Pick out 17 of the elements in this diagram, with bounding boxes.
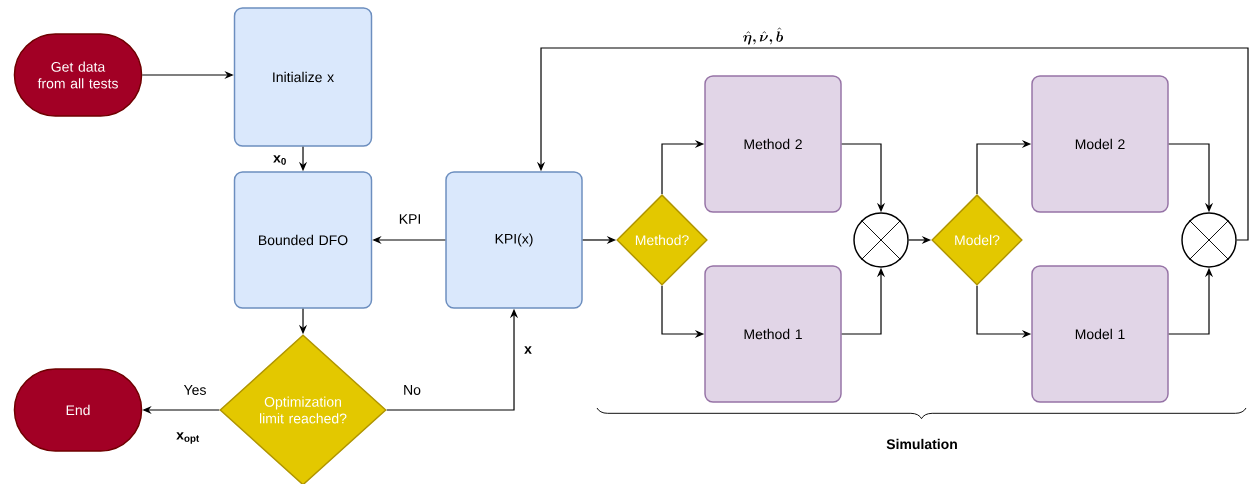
brace-label: Simulation <box>886 438 957 450</box>
process-box: Initialize x <box>233 7 373 147</box>
process-box: KPI(x) <box>445 171 583 309</box>
math-label: $\mathbf{x_{opt}}$ <box>176 432 200 444</box>
edge-label: $\boldsymbol{\hat{\eta}, \hat{\nu}, \hat{b}}$ <box>741 26 785 46</box>
process-box: Model 1 <box>1031 265 1169 403</box>
process-box: Model 2 <box>1031 75 1169 213</box>
edge-label: No <box>401 383 423 397</box>
summing-junction <box>853 212 909 268</box>
summing-junction <box>1181 212 1237 268</box>
process-box: Method 1 <box>704 265 842 403</box>
edge-label: $\mathbf{x_0}$ <box>271 153 289 167</box>
process-box: Bounded DFO <box>233 171 373 309</box>
math-label: $\mathbf{x}$ <box>524 346 532 354</box>
edge-label: KPI <box>397 212 423 226</box>
process-box: Method 2 <box>704 75 842 213</box>
edge-label: Yes <box>182 383 208 397</box>
